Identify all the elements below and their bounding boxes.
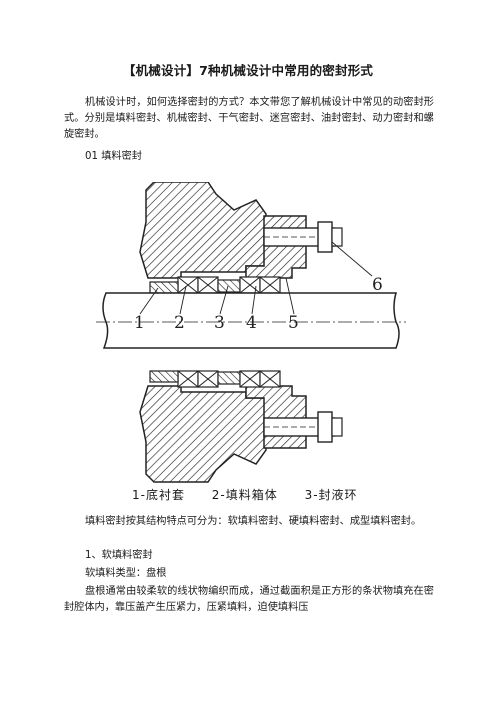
packing-types-paragraph: 填料密封按其结构特点可分为：软填料密封、硬填料密封、成型填料密封。 [85, 516, 422, 527]
caption-item-1: 1-底衬套 [132, 488, 185, 502]
part-label-3: 3 [214, 313, 225, 333]
packing-rings-bottom [149, 370, 281, 388]
part-label-1: 1 [134, 313, 145, 333]
section-heading: 01 填料密封 [85, 151, 142, 162]
shaft [96, 292, 406, 349]
part-label-4: 4 [246, 313, 257, 333]
part-label-5: 5 [288, 313, 299, 333]
soft-packing-heading: 1、软填料密封 [85, 550, 153, 561]
packing-rings-top [149, 276, 281, 294]
part-label-2: 2 [174, 313, 185, 333]
housing-top [139, 181, 343, 294]
packing-seal-diagram: 1 2 3 4 5 6 [96, 181, 406, 502]
panggen-paragraph: 盘根通常由较柔软的线状物编织而成，通过截面积是正方形的条状物填充在密封腔体内，靠… [64, 586, 434, 614]
housing-bottom [139, 370, 343, 483]
figure-caption: 1-底衬套 2-填料箱体 3-封液环 [132, 486, 432, 503]
intro-paragraph: 机械设计时，如何选择密封的方式？本文带您了解机械设计中常见的动密封形式。分别是填… [64, 97, 434, 141]
caption-item-2: 2-填料箱体 [211, 488, 278, 502]
leader-lines [139, 241, 373, 315]
soft-packing-type: 软填料类型：盘根 [85, 568, 167, 579]
part-label-6: 6 [372, 275, 383, 295]
document-title: 【机械设计】7种机械设计中常用的密封形式 [122, 63, 374, 78]
caption-item-3: 3-封液环 [304, 488, 358, 502]
